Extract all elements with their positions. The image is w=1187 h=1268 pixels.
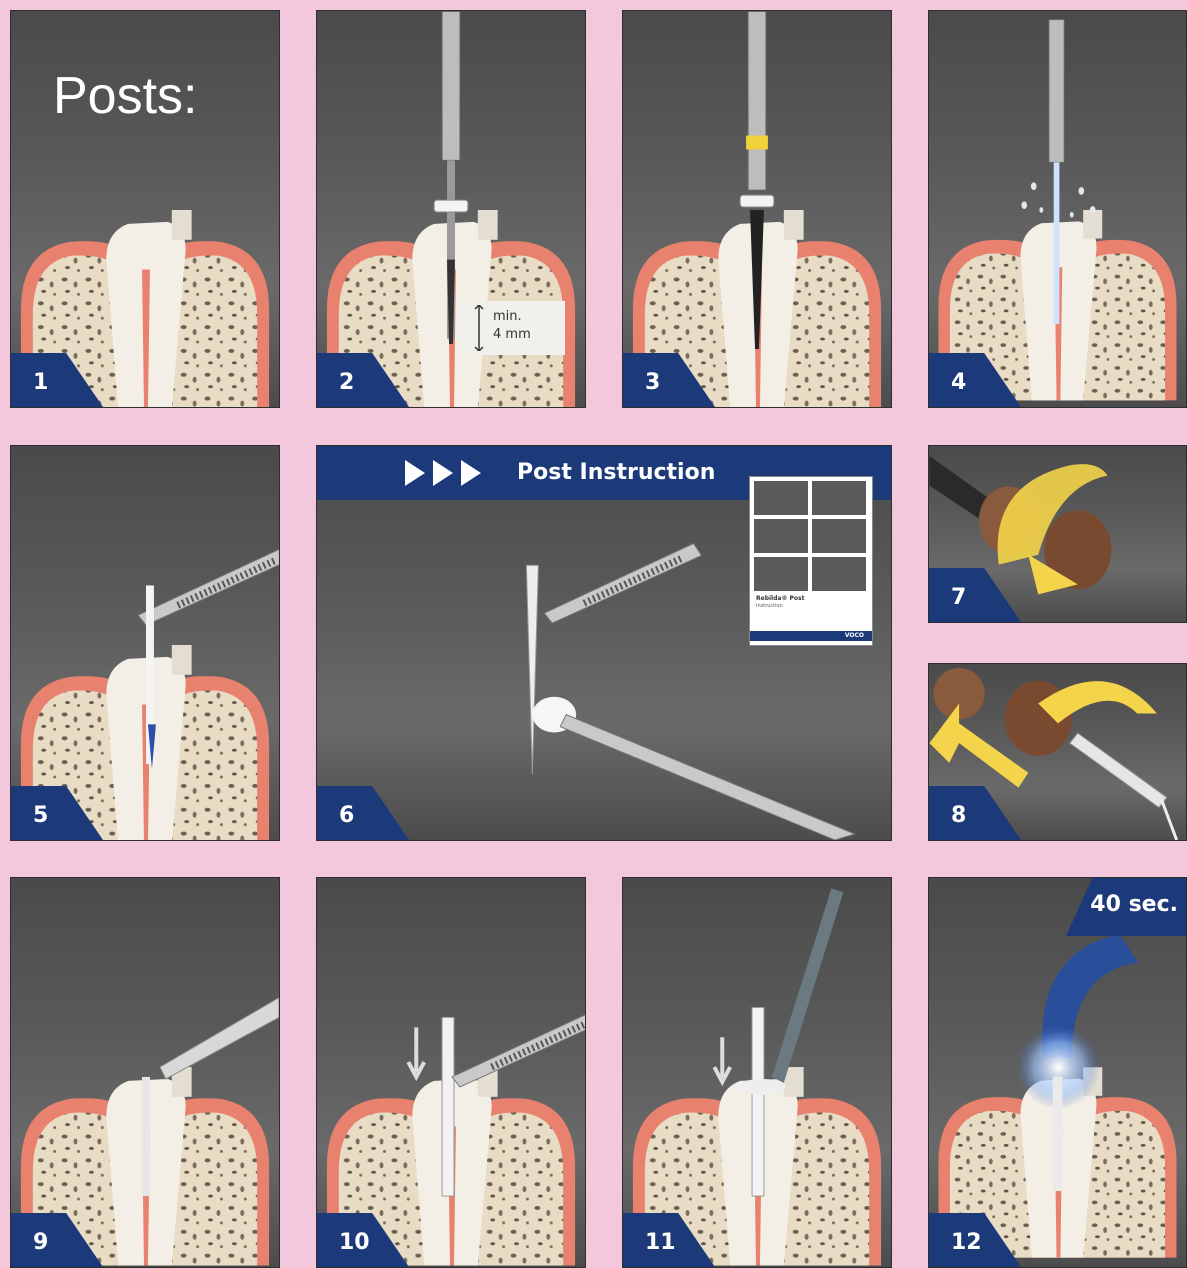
step-number: 4 — [951, 370, 966, 395]
step-panel-7: 7 — [928, 445, 1187, 623]
step-number: 10 — [339, 1230, 370, 1255]
step-panel-9: 9 — [10, 877, 280, 1268]
depth-label-line2: 4 mm — [493, 327, 531, 342]
post-try-in-illustration — [11, 446, 279, 840]
depth-label: min. 4 mm — [459, 301, 565, 355]
step-number: 6 — [339, 803, 354, 828]
step-number: 12 — [951, 1230, 982, 1255]
step-panel-11: 11 — [622, 877, 892, 1268]
step-panel-8: 8 — [928, 663, 1187, 841]
instruction-booklet: Rebilda® Post Instruction VOCO — [749, 476, 873, 646]
step-number: 2 — [339, 370, 354, 395]
post-insertion-illustration — [317, 878, 585, 1267]
step-panel-4: 4 — [928, 10, 1187, 408]
step-panel-3: 3 — [622, 10, 892, 408]
timer-label: 40 sec. — [1090, 892, 1178, 917]
step-number: 8 — [951, 803, 966, 828]
step-panel-6: Post Instruction Rebilda® Post Instructi… — [316, 445, 892, 841]
excess-removal-illustration — [623, 878, 891, 1267]
step-number: 11 — [645, 1230, 676, 1255]
rinse-illustration — [929, 11, 1186, 407]
step-panel-2: min. 4 mm 2 — [316, 10, 586, 408]
step-panel-12: 40 sec. 12 — [928, 877, 1187, 1268]
step-number: 5 — [33, 803, 48, 828]
voco-logo: VOCO — [845, 632, 864, 639]
step-number: 9 — [33, 1230, 48, 1255]
light-curing-illustration — [929, 878, 1186, 1267]
step-number: 1 — [33, 370, 48, 395]
booklet-title: Rebilda® Post — [756, 595, 805, 602]
depth-label-line1: min. — [493, 309, 522, 324]
step-panel-10: 10 — [316, 877, 586, 1268]
booklet-subtitle: Instruction — [756, 603, 783, 609]
cement-application-illustration — [11, 878, 279, 1267]
step-number: 3 — [645, 370, 660, 395]
drill-illustration — [623, 11, 891, 407]
step-panel-5: 5 — [10, 445, 280, 841]
page-title: Posts: — [53, 66, 198, 126]
step-number: 7 — [951, 585, 966, 610]
step-panel-1: Posts: 1 — [10, 10, 280, 408]
